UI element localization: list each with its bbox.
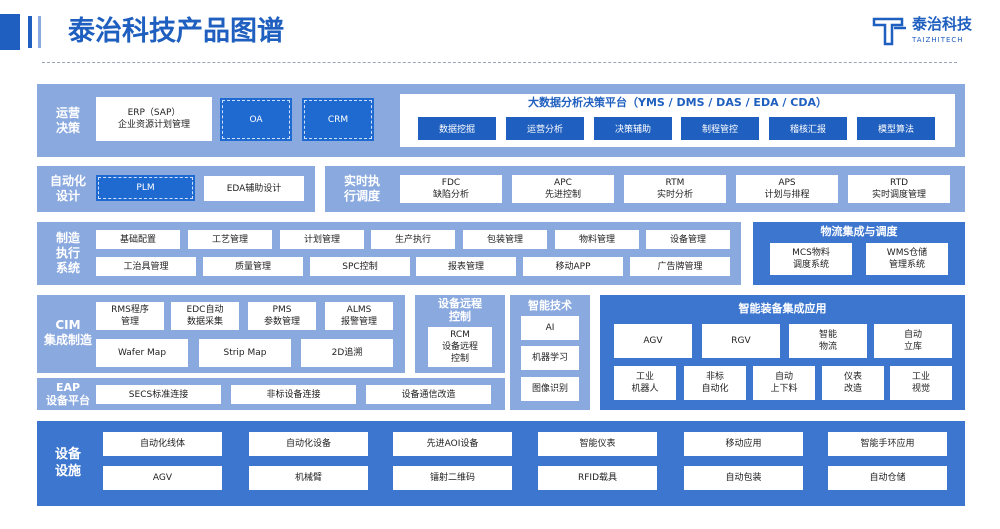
eap-item-1[interactable]: SECS标准连接 (96, 385, 221, 404)
logistics-item-wms[interactable]: WMS仓储 管理系统 (866, 243, 948, 275)
smart-row1-item-1[interactable]: AGV (614, 324, 692, 358)
logistics-item-mcs[interactable]: MCS物料 调度系统 (770, 243, 852, 275)
cim-top-item-2[interactable]: EDC自动 数据采集 (171, 302, 239, 330)
mes-row2-item-4[interactable]: 报表管理 (416, 257, 516, 276)
cim-mid-item-2[interactable]: Strip Map (199, 339, 291, 367)
brand-logo: 泰治科技 TAIZHITECH (872, 14, 982, 50)
crm-box[interactable]: CRM (302, 98, 374, 141)
cim-mid-item-1[interactable]: Wafer Map (96, 339, 188, 367)
realtime-label: 实时执 行调度 (343, 174, 380, 203)
rt-item-apc[interactable]: APC 先进控制 (512, 175, 614, 203)
mes-row1-item-4[interactable]: 生产执行 (371, 230, 455, 249)
mes-row1-item-1[interactable]: 基础配置 (96, 230, 180, 249)
cim-top-item-1[interactable]: RMS程序 管理 (96, 302, 164, 330)
rt-item-fdc[interactable]: FDC 缺陷分析 (400, 175, 502, 203)
smart-row1-item-4[interactable]: 自动 立库 (874, 324, 952, 358)
smart-row1-item-3[interactable]: 智能 物流 (789, 324, 867, 358)
eap-item-3[interactable]: 设备通信改造 (366, 385, 491, 404)
smart-row1-item-2[interactable]: RGV (702, 324, 780, 358)
header-accent-bar (0, 14, 20, 50)
devices-row2-item-1[interactable]: AGV (103, 466, 222, 490)
devices-row1-item-2[interactable]: 自动化设备 (249, 432, 368, 456)
logo-text-en: TAIZHITECH (912, 36, 964, 44)
rt-item-aps[interactable]: APS 计划与排程 (736, 175, 838, 203)
cim-mid-item-3[interactable]: 2D追溯 (301, 339, 393, 367)
smart-row2-item-3[interactable]: 自动 上下料 (753, 366, 815, 400)
eap-item-2[interactable]: 非标设备连接 (231, 385, 356, 404)
mes-row2-item-1[interactable]: 工治具管理 (96, 257, 196, 276)
ai-title: 智能技术 (528, 299, 572, 312)
rt-item-rtd[interactable]: RTD 实时调度管理 (848, 175, 950, 203)
devices-row2-item-2[interactable]: 机械臂 (249, 466, 368, 490)
logistics-title: 物流集成与调度 (820, 225, 898, 238)
smart-row2-item-2[interactable]: 非标 自动化 (684, 366, 746, 400)
mes-row2-item-3[interactable]: SPC控制 (310, 257, 410, 276)
mes-row1-item-3[interactable]: 计划管理 (280, 230, 364, 249)
ai-item-ai[interactable]: AI (521, 316, 579, 340)
eap-label: EAP 设备平台 (46, 381, 90, 407)
page-title: 泰治科技产品图谱 (68, 16, 284, 47)
devices-row1-item-4[interactable]: 智能仪表 (538, 432, 657, 456)
mes-row1-item-2[interactable]: 工艺管理 (188, 230, 272, 249)
devices-row1-item-6[interactable]: 智能手环应用 (828, 432, 947, 456)
mes-row2-item-5[interactable]: 移动APP (523, 257, 623, 276)
cim-top-item-3[interactable]: PMS 参数管理 (248, 302, 316, 330)
eda-box[interactable]: EDA辅助设计 (204, 176, 304, 201)
bigdata-item-4[interactable]: 制程管控 (681, 117, 759, 140)
header-accent-stripe-1 (28, 16, 32, 48)
bigdata-item-3[interactable]: 决策辅助 (594, 117, 672, 140)
bigdata-title: 大数据分析决策平台（YMS / DMS / DAS / EDA / CDA） (528, 96, 827, 109)
devices-row2-item-6[interactable]: 自动仓储 (828, 466, 947, 490)
ai-item-vision[interactable]: 图像识别 (521, 377, 579, 401)
devices-row2-item-3[interactable]: 镭射二维码 (393, 466, 512, 490)
smart-title: 智能装备集成应用 (738, 302, 827, 315)
ai-item-ml[interactable]: 机器学习 (521, 346, 579, 370)
remote-title: 设备远程 控制 (438, 297, 482, 323)
logo-mark-icon (872, 17, 906, 46)
bigdata-item-2[interactable]: 运营分析 (506, 117, 584, 140)
rt-item-rtm[interactable]: RTM 实时分析 (624, 175, 726, 203)
ops-label: 运营 决策 (55, 106, 80, 135)
auto-label: 自动化 设计 (49, 174, 86, 203)
devices-row1-item-3[interactable]: 先进AOI设备 (393, 432, 512, 456)
cim-top-item-4[interactable]: ALMS 报警管理 (325, 302, 393, 330)
mes-label: 制造 执行 系统 (55, 230, 80, 275)
devices-label: 设备 设施 (54, 447, 81, 479)
cim-label: CIM 集成制造 (43, 318, 92, 347)
bigdata-item-5[interactable]: 稽核汇报 (769, 117, 847, 140)
mes-row2-item-6[interactable]: 广告牌管理 (630, 257, 730, 276)
header-divider (42, 62, 957, 63)
mes-row1-item-7[interactable]: 设备管理 (646, 230, 730, 249)
plm-box[interactable]: PLM (96, 175, 195, 201)
smart-row2-item-5[interactable]: 工业 视觉 (890, 366, 952, 400)
devices-row2-item-5[interactable]: 自动包装 (684, 466, 803, 490)
mes-row2-item-2[interactable]: 质量管理 (203, 257, 303, 276)
logo-text-cn: 泰治科技 (912, 15, 973, 33)
mes-row1-item-5[interactable]: 包装管理 (463, 230, 547, 249)
oa-box[interactable]: OA (220, 98, 292, 141)
remote-item-rcm[interactable]: RCM 设备远程 控制 (428, 327, 492, 367)
bigdata-item-1[interactable]: 数据挖掘 (418, 117, 496, 140)
header-accent-stripe-2 (38, 16, 41, 48)
erp-box[interactable]: ERP（SAP） 企业资源计划管理 (96, 97, 212, 141)
bigdata-item-6[interactable]: 模型算法 (857, 117, 935, 140)
devices-row1-item-5[interactable]: 移动应用 (684, 432, 803, 456)
devices-row1-item-1[interactable]: 自动化线体 (103, 432, 222, 456)
mes-row1-item-6[interactable]: 物料管理 (555, 230, 639, 249)
smart-row2-item-4[interactable]: 仪表 改造 (822, 366, 884, 400)
devices-row2-item-4[interactable]: RFID载具 (538, 466, 657, 490)
smart-row2-item-1[interactable]: 工业 机器人 (614, 366, 676, 400)
